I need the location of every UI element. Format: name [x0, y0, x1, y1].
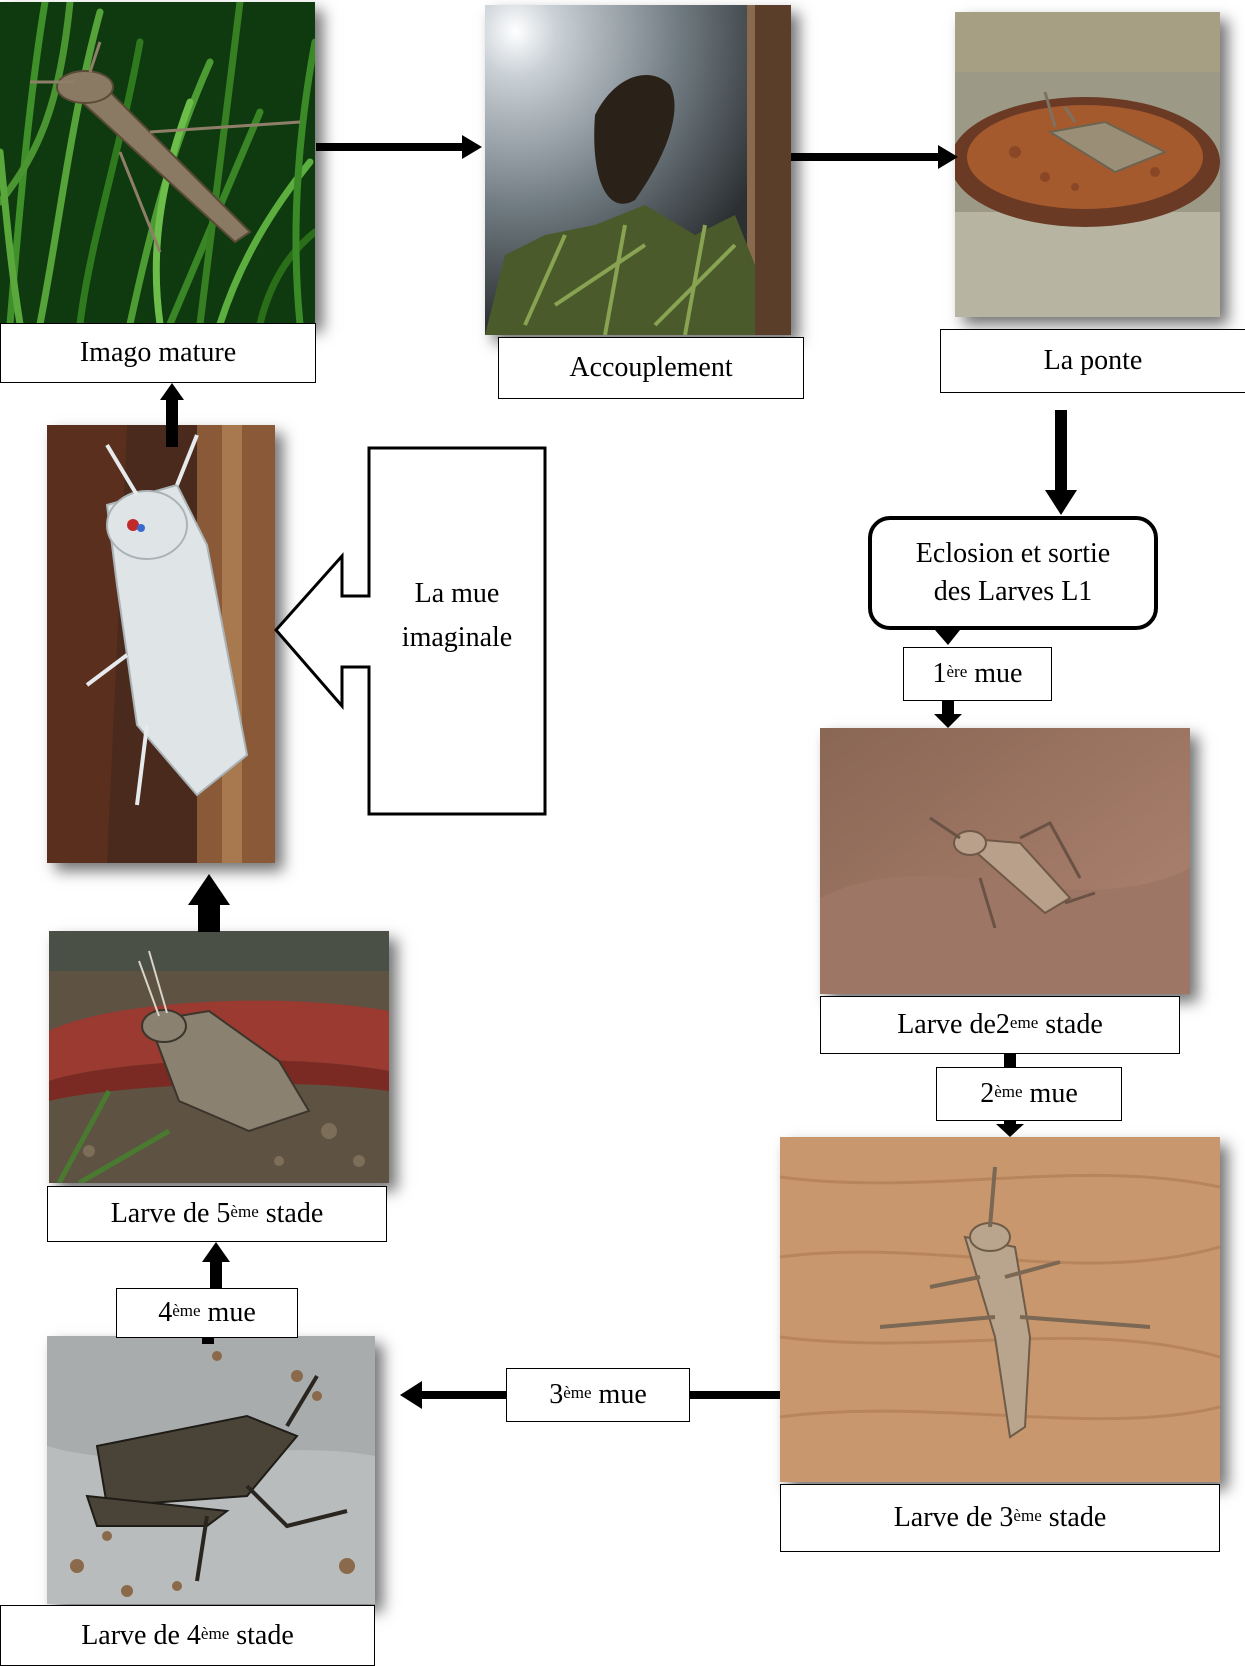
label-larve-5-suffix: stade — [259, 1198, 324, 1230]
label-mue-2-word: mue — [1023, 1078, 1078, 1110]
label-larve-2-sup: eme — [1010, 1013, 1038, 1033]
label-mue-4-word: mue — [201, 1297, 256, 1329]
mue-imaginale-line1: La mue — [372, 572, 542, 616]
label-la-ponte: La ponte — [940, 329, 1245, 393]
photo-accouplement — [485, 5, 791, 335]
label-larve-5-sup: ème — [230, 1202, 258, 1222]
label-mue-3-num: 3 — [549, 1379, 563, 1411]
label-mue-1-num: 1 — [933, 658, 947, 690]
label-larve-2-suffix: stade — [1038, 1009, 1103, 1041]
label-mue-1-word: mue — [967, 658, 1022, 690]
label-imago-mature-text: Imago mature — [80, 337, 236, 369]
callout-eclosion-line2: des Larves L1 — [934, 573, 1093, 611]
photo-larve-5 — [49, 931, 389, 1183]
connector-larve2-to-mue2 — [1004, 1054, 1016, 1067]
label-larve-4-prefix: Larve de 4 — [81, 1620, 201, 1652]
arrow-mue1-to-larve2 — [934, 701, 962, 728]
label-larve-4-suffix: stade — [229, 1620, 294, 1652]
label-mue-3-sup: ème — [563, 1383, 591, 1403]
arrow-mue4-to-larve5 — [202, 1242, 230, 1288]
label-accouplement: Accouplement — [498, 337, 804, 399]
label-mue-4-num: 4 — [158, 1297, 172, 1329]
label-larve-3-suffix: stade — [1042, 1502, 1107, 1534]
photo-mue-imaginale — [47, 425, 275, 863]
label-mue-1-sup: ère — [947, 662, 968, 682]
arrow-imago-to-accouplement — [316, 135, 482, 159]
connector-eclosion-to-mue1 — [935, 630, 960, 645]
callout-eclosion: Eclosion et sortie des Larves L1 — [868, 516, 1158, 630]
photo-larve-3 — [780, 1137, 1220, 1482]
label-larve-3-prefix: Larve de 3 — [894, 1502, 1014, 1534]
label-larve-5-prefix: Larve de 5 — [111, 1198, 231, 1230]
arrow-mue2-to-larve3 — [996, 1121, 1024, 1137]
label-larve-4-sup: ème — [201, 1624, 229, 1644]
label-la-ponte-text: La ponte — [1044, 345, 1143, 377]
label-mue-2-sup: ème — [994, 1082, 1022, 1102]
label-mue-3-word: mue — [592, 1379, 647, 1411]
arrow-larve5-to-mue-imaginale — [188, 874, 230, 932]
label-mue-2-num: 2 — [980, 1078, 994, 1110]
photo-imago-mature — [0, 2, 315, 324]
connector-larve3-to-mue3 — [690, 1391, 780, 1399]
label-accouplement-text: Accouplement — [569, 352, 732, 384]
photo-la-ponte — [955, 12, 1220, 317]
arrow-mue3-to-larve4 — [400, 1381, 506, 1409]
label-larve-2-prefix: Larve de2 — [897, 1009, 1010, 1041]
mue-imaginale-line2: imaginale — [372, 616, 542, 660]
label-larve-3-sup: ème — [1013, 1506, 1041, 1526]
photo-larve-4 — [47, 1336, 375, 1604]
label-imago-mature: Imago mature — [0, 323, 316, 383]
callout-eclosion-line1: Eclosion et sortie — [916, 535, 1110, 573]
label-mue-4-sup: ème — [172, 1301, 200, 1321]
mue-imaginale-text: La mue imaginale — [372, 572, 542, 660]
photo-larve-2 — [820, 728, 1190, 994]
arrow-accouplement-to-ponte — [791, 145, 958, 169]
arrow-ponte-to-eclosion — [1045, 410, 1077, 515]
